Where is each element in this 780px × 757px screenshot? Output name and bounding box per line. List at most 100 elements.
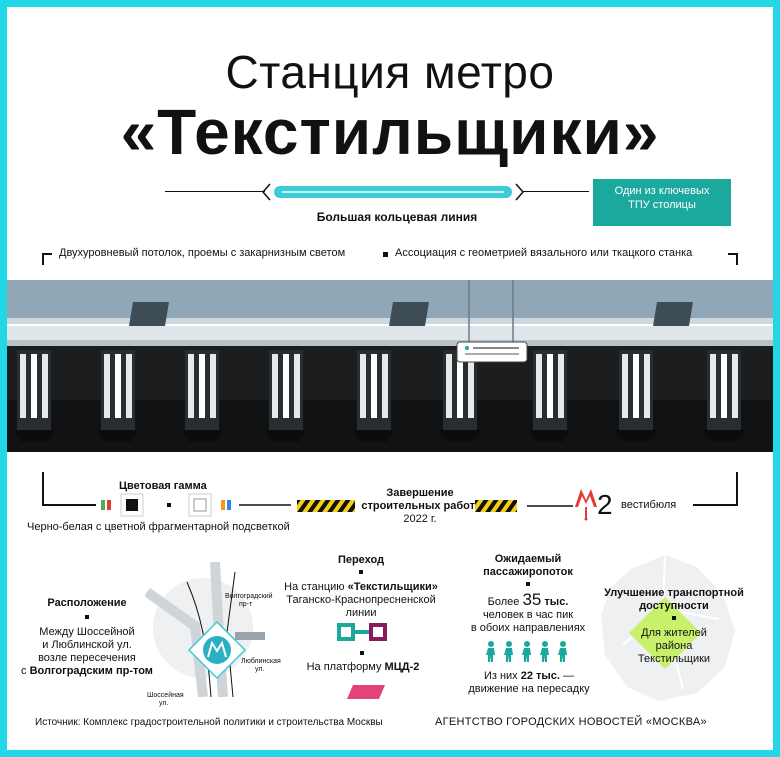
- passengers-number: 35: [522, 590, 542, 609]
- location-map: [145, 562, 265, 697]
- location-bullet: [85, 615, 89, 619]
- construction-stripe-icon-2: [475, 500, 573, 512]
- info-bracket-left: [42, 472, 44, 506]
- passengers-line2: человек в час пик: [482, 609, 574, 621]
- transfer-bullet-2: [360, 651, 364, 655]
- transfer-to-station-name: «Текстильщики»: [347, 581, 438, 593]
- feature-loom: Ассоциация с геометрией вязального или т…: [395, 247, 693, 259]
- metro-logo-icon: [575, 489, 597, 521]
- completion-line2: строительных работ:: [361, 500, 479, 512]
- colors-label: Цветовая гамма: [119, 480, 207, 492]
- transfer-platform-name: МЦД-2: [384, 661, 420, 673]
- location-line4-prefix: с: [21, 665, 30, 677]
- bkl-line-icon: [262, 183, 524, 201]
- title-line2: «Текстильщики»: [120, 96, 660, 168]
- station-column: [97, 350, 139, 442]
- passengers-block: Ожидаемый пассажиропоток Более 35 тыс. ч…: [459, 553, 597, 635]
- passengers-title2: пассажиропоток: [483, 566, 573, 578]
- transfer-to-station-prefix: На станцию: [284, 581, 348, 593]
- station-column: [439, 350, 481, 442]
- transport-title1: Улучшение транспортной: [604, 587, 744, 599]
- line-label: Большая кольцевая линия: [316, 210, 478, 224]
- map-label-lyublinskaya-1: Люблинская: [241, 658, 281, 665]
- location-title: Расположение: [47, 597, 127, 609]
- map-label-lyublinskaya-2: ул.: [255, 666, 265, 673]
- features-bracket-right-top: [728, 253, 738, 255]
- vestibules-label: вестибюля: [621, 499, 677, 511]
- people-icon: [486, 641, 567, 662]
- transport-bullet: [672, 616, 676, 620]
- station-column: [13, 350, 55, 442]
- transfer-platform-prefix: На платформу: [306, 661, 385, 673]
- station-column: [529, 350, 571, 442]
- map-label-shosseynaya: Шоссейная ул.: [147, 692, 184, 708]
- colors-caption: Черно-белая с цветной фрагментарной подс…: [27, 521, 290, 533]
- map-label-volgogradsky: Волгоградский пр-т: [225, 593, 273, 609]
- info-bracket-right: [736, 472, 738, 506]
- passengers-transfer-block: Из них 22 тыс. — движение на пересадку: [457, 670, 601, 696]
- map-label-volgogradsky-2: пр-т: [239, 601, 253, 608]
- footer-agency: АГЕНТСТВО ГОРОДСКИХ НОВОСТЕЙ «МОСКВА»: [435, 716, 707, 728]
- feature-ceiling: Двухуровневый потолок, проемы с закарниз…: [59, 247, 346, 259]
- completion-year: 2022 г.: [403, 513, 437, 525]
- info-bracket-right-base: [693, 504, 738, 506]
- map-label-shosseynaya-2: ул.: [159, 700, 169, 707]
- infographic: Станция метро «Текстильщики» Большая кол…: [7, 7, 773, 750]
- location-line4-name: Волгоградским пр-том: [29, 665, 153, 677]
- station-column: [353, 350, 395, 442]
- mcd-icon: [347, 685, 385, 699]
- location-line2: и Люблинской ул.: [42, 639, 132, 651]
- passengers-unit: тыс.: [541, 596, 569, 608]
- ceiling-lamp-1: [129, 302, 169, 326]
- passengers-line3: в обоих направлениях: [470, 622, 586, 634]
- vestibules-count: 2: [597, 489, 613, 520]
- line-rule-left: [165, 191, 265, 192]
- completion-line1: Завершение: [386, 487, 454, 499]
- location-line1: Между Шоссейной: [39, 626, 135, 638]
- station-column: [703, 350, 745, 442]
- ceiling-lamp-3: [653, 302, 693, 326]
- tpu-badge: Один из ключевых ТПУ столицы: [593, 179, 731, 226]
- info-bracket-left-base: [42, 504, 96, 506]
- transport-sub2: района: [655, 640, 693, 652]
- transfer-bullet: [359, 570, 363, 574]
- footer-source: Источник: Комплекс градостроительной пол…: [35, 717, 383, 728]
- title-line1: Станция метро: [225, 46, 555, 98]
- tpu-badge-line1: Один из ключевых: [614, 185, 710, 197]
- passengers-transfer-suffix: —: [559, 670, 575, 682]
- map-label-shosseynaya-1: Шоссейная: [147, 692, 184, 699]
- station-column: [615, 350, 657, 442]
- construction-stripe-icon: [297, 500, 355, 512]
- feature-separator: [383, 252, 388, 257]
- passengers-transfer-prefix: Из них: [483, 670, 521, 682]
- location-block: Расположение Между Шоссейной и Люблинско…: [17, 597, 157, 678]
- transport-sub1: Для жителей: [641, 627, 707, 639]
- ceiling-lamp-2: [389, 302, 429, 326]
- moscow-map-icon: [601, 554, 735, 701]
- features-bracket-left-top: [42, 253, 52, 255]
- location-line3: возле пересечения: [38, 652, 136, 664]
- tpu-badge-line2: ТПУ столицы: [628, 199, 696, 211]
- station-column: [265, 350, 307, 442]
- transfer-platform: На платформу МЦД-2: [293, 661, 433, 674]
- transport-sub3: Текстильщики: [637, 653, 711, 665]
- transfer-block: Переход На станцию «Текстильщики» Таганс…: [273, 554, 449, 620]
- transport-title2: доступности: [639, 600, 709, 612]
- passengers-transfer-line2: движение на пересадку: [468, 683, 590, 695]
- map-label-lyublinskaya: Люблинская ул.: [241, 658, 281, 674]
- station-column: [181, 350, 223, 442]
- line-rule-right: [522, 191, 589, 192]
- completion-block: Завершение строительных работ: 2022 г.: [361, 487, 479, 526]
- features-bracket-left: [42, 253, 44, 265]
- passengers-bullet: [526, 582, 530, 586]
- station-illustration: [7, 280, 773, 452]
- passengers-title1: Ожидаемый: [494, 553, 562, 565]
- features-bracket-right: [736, 253, 738, 265]
- map-label-volgogradsky-1: Волгоградский: [225, 593, 273, 600]
- transfer-title: Переход: [337, 554, 385, 566]
- transfer-line-b: линии: [345, 607, 377, 619]
- tkl-transfer-icon: [337, 623, 387, 641]
- transfer-line-a: Таганско-Краснопресненской: [286, 594, 436, 606]
- passengers-transfer-number: 22 тыс.: [520, 670, 560, 682]
- transport-block: Улучшение транспортной доступности Для ж…: [603, 587, 745, 666]
